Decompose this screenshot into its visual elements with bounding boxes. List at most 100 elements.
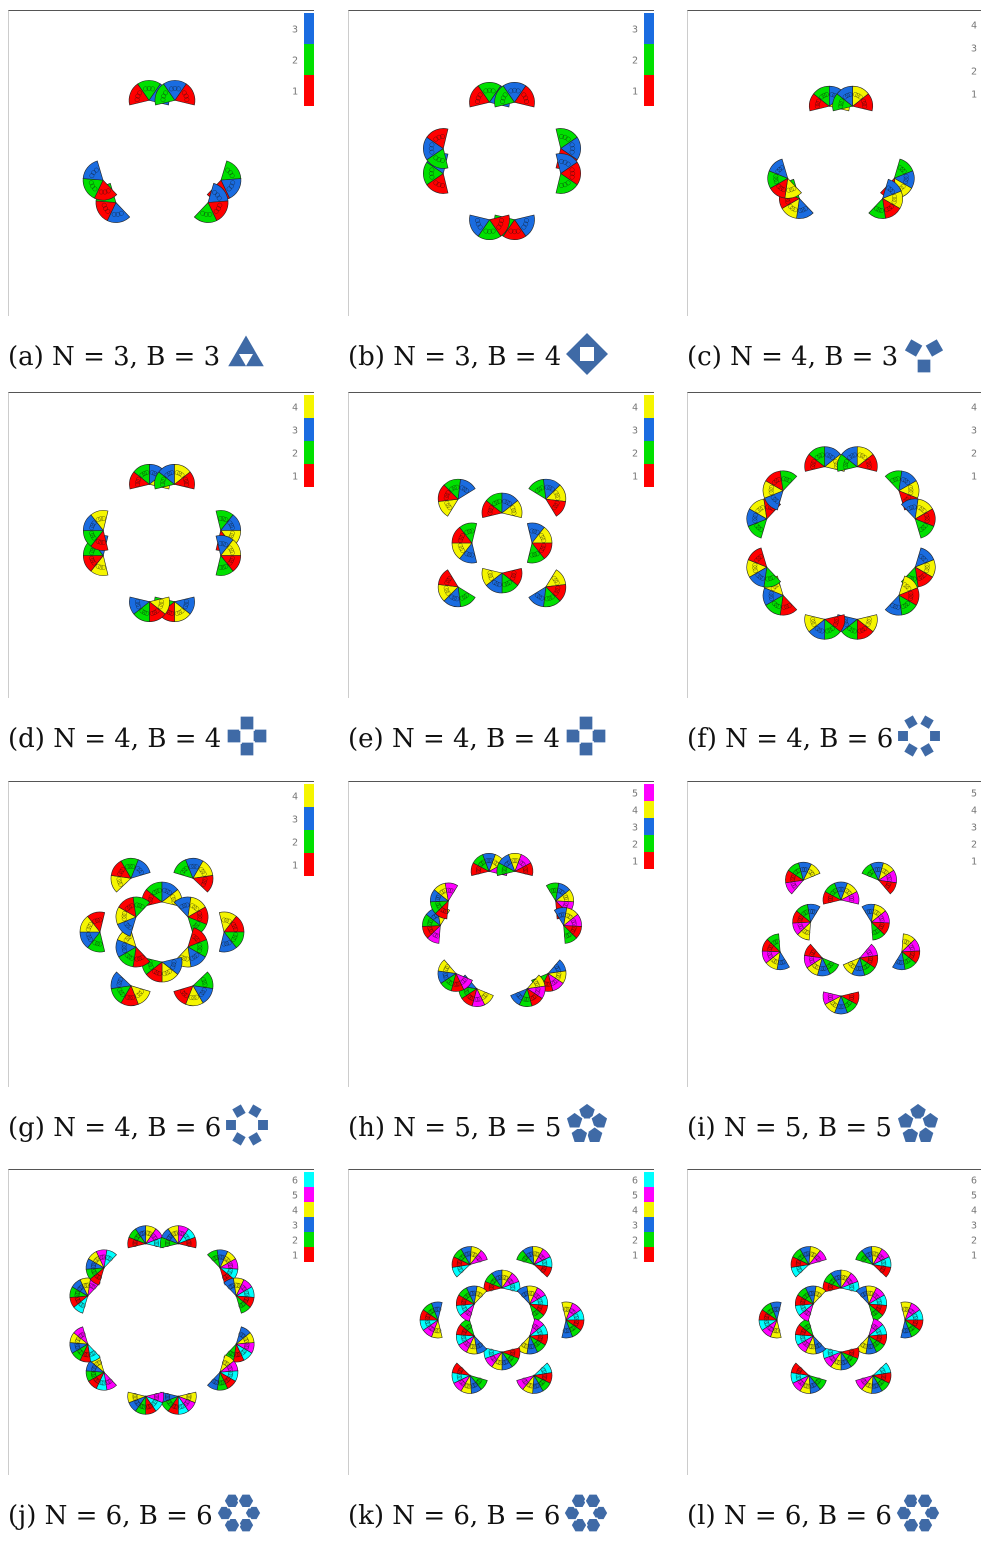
lobe-texture <box>860 627 865 633</box>
lobe-texture <box>871 1251 877 1257</box>
lobe-texture <box>866 619 872 625</box>
cluster-lobe <box>130 859 151 879</box>
lobe-texture <box>866 1383 872 1388</box>
lobe-texture <box>182 604 188 610</box>
lobe-texture <box>189 903 195 909</box>
lobe-texture <box>797 208 803 213</box>
lobe-texture <box>95 1274 101 1280</box>
lobe-texture <box>909 505 915 510</box>
lobe-texture <box>569 149 575 155</box>
lobe-texture <box>198 992 204 997</box>
lobe-texture <box>152 968 157 974</box>
lobe-texture <box>877 1334 882 1340</box>
lobe-texture <box>121 913 127 919</box>
lobe-texture <box>788 187 794 193</box>
lobe-texture <box>827 994 833 1000</box>
lobe-texture <box>817 1342 822 1348</box>
lobe-texture <box>895 604 901 610</box>
lobe-texture <box>447 979 453 985</box>
lobe-texture <box>512 858 518 864</box>
lobe-texture <box>156 971 162 977</box>
lobe-texture <box>90 183 96 189</box>
legend-label: 4 <box>971 21 977 32</box>
legend-label: 4 <box>632 806 638 817</box>
lobe-texture <box>433 180 439 186</box>
lobe-texture <box>878 1380 884 1386</box>
lobe-texture <box>147 896 153 902</box>
lobe-texture <box>847 1356 852 1362</box>
lobe-texture <box>832 1002 838 1008</box>
lobe-texture <box>860 1377 866 1383</box>
lobe-texture <box>476 1291 482 1297</box>
lobe-texture <box>188 995 194 1001</box>
lobe-texture <box>534 592 540 598</box>
lobe-texture <box>892 476 898 482</box>
lobe-texture <box>518 994 524 1000</box>
lobe-texture <box>562 182 568 188</box>
cluster-lobe <box>514 862 534 876</box>
lobe-texture <box>221 941 227 947</box>
legend-label: 1 <box>971 90 977 101</box>
lobe-texture <box>776 183 782 189</box>
lobe-texture <box>229 522 234 528</box>
lobe-texture <box>544 596 550 602</box>
lobe-texture <box>571 919 577 925</box>
lobe-texture <box>849 1348 855 1354</box>
lobe-texture <box>458 545 464 551</box>
lobe-texture <box>168 86 174 92</box>
cluster-lobe <box>561 1318 573 1339</box>
lobe-texture <box>872 1324 878 1330</box>
lobe-texture <box>445 887 451 893</box>
lobe-texture <box>849 1284 855 1290</box>
lobe-texture <box>80 1331 86 1337</box>
lobe-texture <box>781 476 787 482</box>
legend-label: 1 <box>971 472 977 483</box>
lobe-texture <box>867 1344 873 1350</box>
lobe-texture <box>435 897 441 902</box>
lobe-texture <box>139 869 144 875</box>
lobe-texture <box>496 498 502 504</box>
cluster-lobe <box>804 943 823 959</box>
caption-text: (a) N = 3, B = 3 <box>8 342 221 372</box>
lobe-texture <box>891 199 897 205</box>
lobe-texture <box>477 224 483 230</box>
lobe-texture <box>844 888 850 894</box>
subfigure-caption: (f) N = 4, B = 6 <box>679 712 981 768</box>
lobe-texture <box>901 1328 907 1334</box>
lobe-texture <box>843 461 848 467</box>
lobe-texture <box>539 1254 545 1260</box>
lobe-texture <box>127 863 133 869</box>
lobe-texture <box>873 1309 879 1315</box>
lobe-texture <box>829 92 835 97</box>
lobe-texture <box>78 1349 83 1355</box>
lobe-texture <box>906 585 912 591</box>
lobe-texture <box>459 485 465 491</box>
lobe-texture <box>164 970 170 976</box>
legend-swatch <box>304 1172 314 1187</box>
lobe-texture <box>903 173 909 179</box>
lobe-texture <box>803 1293 809 1299</box>
lobe-texture <box>91 1372 96 1378</box>
lobe-texture <box>553 590 559 596</box>
lobe-texture <box>555 585 561 591</box>
lobe-texture <box>566 913 572 919</box>
lobe-texture <box>132 1392 138 1398</box>
lobe-texture <box>232 924 238 930</box>
lobe-texture <box>804 1310 810 1316</box>
lobe-texture <box>521 92 527 98</box>
lobe-texture <box>786 477 792 483</box>
lobe-texture <box>459 1380 465 1386</box>
legend-label: 2 <box>971 1236 977 1247</box>
lobe-texture <box>184 902 190 908</box>
legend-swatch <box>644 441 654 464</box>
lobe-texture <box>95 1360 101 1366</box>
lobe-texture <box>570 1309 576 1314</box>
lobe-texture <box>768 490 774 496</box>
lobe-texture <box>429 142 435 148</box>
lobe-texture <box>89 550 95 556</box>
lobe-texture <box>227 1284 233 1290</box>
lobe-texture <box>157 604 163 610</box>
lobe-texture <box>563 895 569 901</box>
lobe-texture <box>202 876 208 882</box>
